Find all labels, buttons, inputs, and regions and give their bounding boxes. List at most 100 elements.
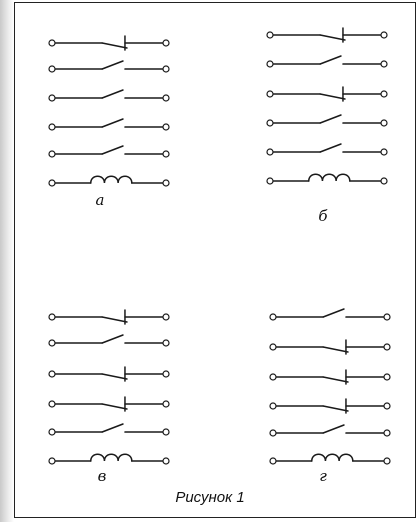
normally-closed-contact <box>266 86 388 102</box>
terminal <box>380 177 388 185</box>
terminal <box>162 339 170 347</box>
terminal <box>269 429 277 437</box>
terminal <box>48 150 56 158</box>
terminal <box>162 150 170 158</box>
relay-coil <box>269 453 391 465</box>
terminal <box>162 39 170 47</box>
contact-blade <box>101 60 124 70</box>
normally-open-contact <box>48 145 170 158</box>
terminal <box>380 90 388 98</box>
terminal <box>162 313 170 321</box>
terminal <box>269 457 277 465</box>
coil-winding <box>308 173 351 182</box>
normally-closed-contact <box>266 27 388 43</box>
normally-closed-contact <box>48 309 170 325</box>
terminal <box>380 60 388 68</box>
normally-open-contact <box>266 114 388 127</box>
relay-coil <box>266 173 388 185</box>
terminal <box>48 400 56 408</box>
coil-winding <box>90 175 133 184</box>
terminal <box>380 31 388 39</box>
panel-label-v: в <box>97 467 107 485</box>
terminal <box>48 457 56 465</box>
contact-blade <box>101 42 128 49</box>
contact-blade <box>319 143 342 153</box>
terminal <box>383 457 391 465</box>
terminal <box>162 123 170 131</box>
contact-blade <box>319 93 346 100</box>
contact-blade <box>101 403 128 410</box>
terminal <box>48 428 56 436</box>
terminal <box>269 313 277 321</box>
contact-blade <box>101 373 128 380</box>
terminal <box>162 428 170 436</box>
terminal <box>48 65 56 73</box>
terminal <box>269 373 277 381</box>
contact-panel-v <box>48 309 170 465</box>
figure-frame <box>14 2 416 518</box>
normally-closed-contact <box>48 35 170 51</box>
contact-panel-b <box>266 27 388 185</box>
terminal <box>48 94 56 102</box>
contact-blade <box>101 334 124 344</box>
normally-open-contact <box>266 55 388 68</box>
terminal <box>48 179 56 187</box>
terminal <box>162 179 170 187</box>
normally-closed-contact <box>269 369 391 385</box>
terminal <box>380 119 388 127</box>
contact-panel-a <box>48 35 170 187</box>
terminal <box>266 148 274 156</box>
terminal <box>162 94 170 102</box>
coil-winding <box>311 453 354 462</box>
normally-open-contact <box>48 89 170 102</box>
normally-closed-contact <box>48 366 170 382</box>
terminal <box>48 313 56 321</box>
contact-blade <box>322 346 349 353</box>
terminal <box>48 39 56 47</box>
terminal <box>162 65 170 73</box>
terminal <box>48 370 56 378</box>
contact-blade <box>101 89 124 99</box>
terminal <box>266 119 274 127</box>
contact-blade <box>319 114 342 124</box>
contact-blade <box>101 145 124 155</box>
normally-open-contact <box>48 334 170 347</box>
panel-label-g: г <box>319 467 327 485</box>
panel-label-a: а <box>95 191 105 209</box>
normally-closed-contact <box>48 396 170 412</box>
terminal <box>48 123 56 131</box>
contact-blade <box>322 405 349 412</box>
contact-blade <box>319 55 342 65</box>
panel-label-b: б <box>318 207 328 225</box>
terminal <box>383 313 391 321</box>
terminal <box>266 177 274 185</box>
terminal <box>162 457 170 465</box>
terminal <box>383 343 391 351</box>
terminal <box>383 402 391 410</box>
contact-blade <box>101 316 128 323</box>
contact-blade <box>101 118 124 128</box>
normally-open-contact <box>266 143 388 156</box>
terminal <box>383 429 391 437</box>
terminal <box>266 60 274 68</box>
page-edge-shadow <box>0 0 14 522</box>
contact-blade <box>322 308 345 318</box>
terminal <box>383 373 391 381</box>
coil-winding <box>90 453 133 462</box>
normally-open-contact <box>269 308 391 321</box>
contact-blade <box>319 34 346 41</box>
relay-coil <box>48 453 170 465</box>
normally-open-contact <box>48 423 170 436</box>
normally-open-contact <box>48 118 170 131</box>
contact-blade <box>101 423 124 433</box>
terminal <box>380 148 388 156</box>
normally-open-contact <box>269 424 391 437</box>
terminal <box>269 402 277 410</box>
figure-caption: Рисунок 1 <box>175 489 245 506</box>
terminal <box>266 31 274 39</box>
contact-panel-g <box>269 308 391 465</box>
normally-open-contact <box>48 60 170 73</box>
contact-blade <box>322 376 349 383</box>
